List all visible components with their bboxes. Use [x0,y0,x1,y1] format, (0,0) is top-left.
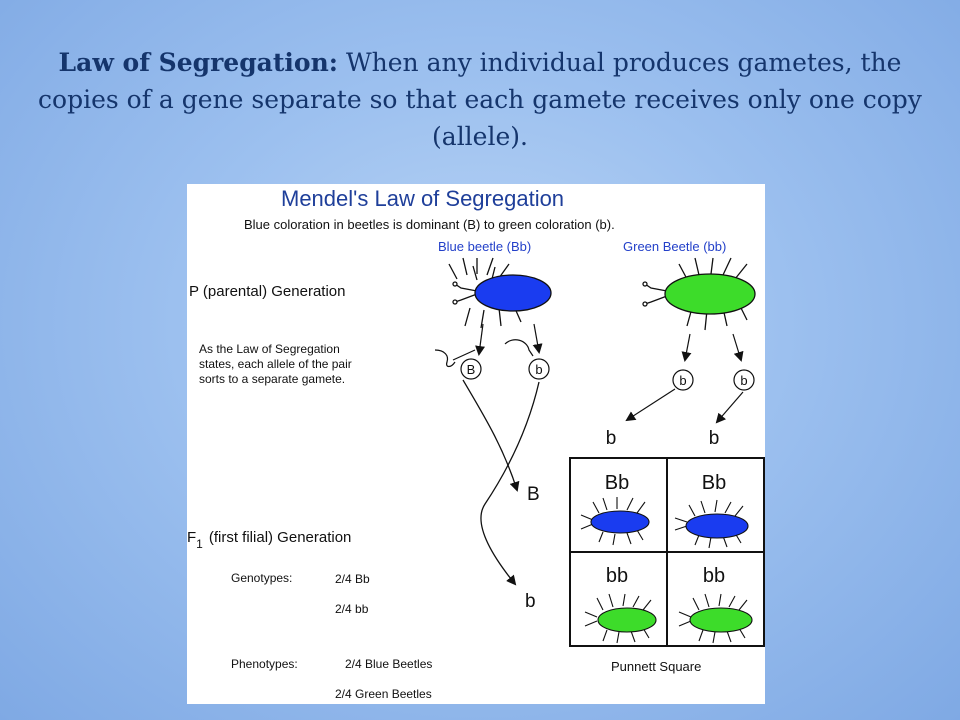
punnett-cell-1: Bb [605,472,629,494]
phenotypes-label: Phenotypes: [231,657,298,671]
genotype-1: 2/4 Bb [335,572,370,586]
p-generation-label: P (parental) Generation [189,283,345,300]
cross-output-dominant: B [527,484,540,505]
punnett-cell-4: bb [703,565,725,587]
green-gamete-2: b [740,373,747,388]
segregation-note-line-1: As the Law of Segregation [199,342,340,356]
offspring-green-beetle-2 [678,593,753,644]
green-gamete-output-1: b [606,428,617,449]
punnett-cell-3: bb [606,565,628,587]
offspring-green-beetle-1 [584,593,657,644]
slide-heading: Law of Segregation: When any individual … [20,44,940,155]
green-parent-label: Green Beetle (bb) [623,239,726,254]
green-gamete-1: b [679,373,686,388]
segregation-note-line-2: states, each allele of the pair [199,357,352,371]
diagram-title: Mendel's Law of Segregation [281,186,564,211]
offspring-blue-beetle-2 [674,499,749,549]
mendel-diagram: Mendel's Law of Segregation Blue colorat… [187,184,765,704]
phenotype-2: 2/4 Green Beetles [335,687,432,701]
offspring-blue-beetle-1 [580,497,650,546]
blue-gamete-dominant: B [467,362,476,377]
genotypes-label: Genotypes: [231,571,292,585]
law-definition: When any individual produces gametes, th… [38,48,922,151]
segregation-note-line-3: sorts to a separate gamete. [199,372,345,386]
f1-generation-label: F1(first filial) Generation [187,529,351,551]
punnett-caption: Punnett Square [611,659,701,674]
green-parent-beetle [642,257,756,331]
green-gamete-output-2: b [709,428,720,449]
blue-parent-label: Blue beetle (Bb) [438,239,531,254]
punnett-cell-2: Bb [702,472,726,494]
blue-gamete-recessive: b [535,362,542,377]
law-term: Law of Segregation: [58,48,339,77]
diagram-subtitle: Blue coloration in beetles is dominant (… [244,217,615,232]
phenotype-1: 2/4 Blue Beetles [345,657,432,671]
punnett-square: Bb Bb bb bb [569,457,765,647]
genotype-2: 2/4 bb [335,602,369,616]
blue-parent-beetle [448,257,552,329]
cross-output-recessive: b [525,591,536,612]
